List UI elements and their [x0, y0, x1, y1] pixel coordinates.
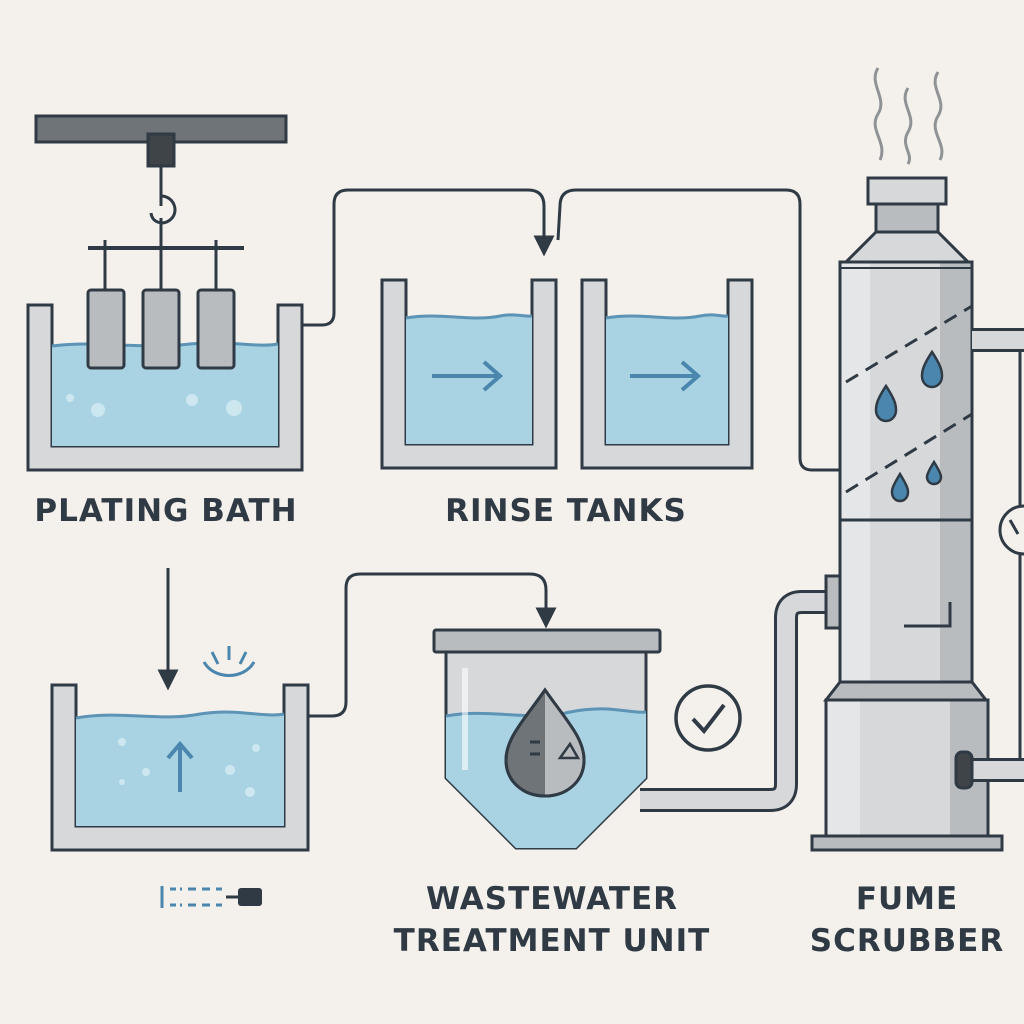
- bubble-icon: [91, 403, 105, 417]
- plating-bath-label: PLATING BATH: [34, 493, 298, 529]
- wastewater-treatment-label: WASTEWATER TREATMENT UNIT: [393, 881, 711, 959]
- hook-icon: [149, 166, 177, 225]
- agitation-icon: [202, 646, 256, 677]
- plating-bath-tank: [26, 288, 304, 472]
- pipe-plating-to-rinse: [302, 188, 555, 327]
- check-icon: [674, 684, 742, 752]
- rinse-tank-2: [580, 278, 754, 470]
- steam-icon: [873, 67, 944, 165]
- rinse-tanks-label: RINSE TANKS: [445, 493, 687, 529]
- valve-icon: [998, 504, 1024, 556]
- rinse-tank-1: [380, 278, 558, 470]
- pipe-holding-to-treatment: [308, 572, 557, 718]
- pipe-treatment-to-scrubber: [640, 574, 842, 812]
- overhead-hoist: [34, 114, 288, 290]
- dashed-line-mark: [160, 886, 262, 908]
- fume-scrubber-label: FUME SCRUBBER: [809, 881, 1005, 959]
- arrow-icon: [630, 360, 702, 392]
- wastewater-treatment-unit: [432, 628, 662, 850]
- arrow-icon: [432, 360, 504, 392]
- scrubber-side-pipes: [954, 328, 1024, 790]
- fume-scrubber: [810, 67, 1004, 852]
- arrow-up-icon: [166, 740, 194, 792]
- holding-tank: [50, 683, 310, 852]
- pipe-scrubber-to-rinse: [556, 188, 840, 472]
- droplet-icon: [504, 687, 586, 798]
